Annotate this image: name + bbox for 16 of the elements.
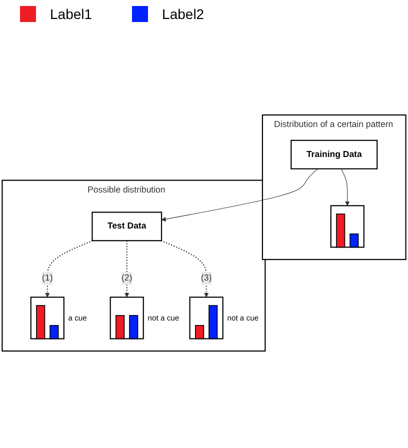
arrow [160,240,209,298]
legend-label: Label2 [162,6,204,22]
edge-label: (1) [42,273,53,283]
bar-chart-picture [30,296,87,340]
bar-chart-picture [110,296,180,340]
arrow [124,240,130,298]
legend-label: Label1 [50,6,92,22]
bar-chart-picture [189,296,259,340]
arrow [161,168,318,222]
edge-label: (3) [200,273,212,283]
arrow [340,168,350,206]
arrow [44,240,93,298]
bar-chart-picture [330,205,364,248]
process-box: Training Data [290,140,378,170]
edge-label: (2) [122,273,132,283]
process-box: Test Data [92,212,162,242]
